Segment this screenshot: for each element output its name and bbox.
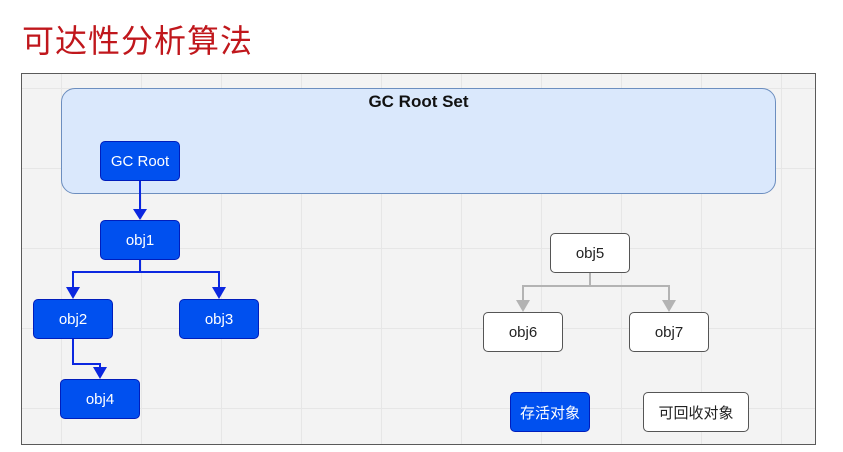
arrowhead-obj3 (212, 287, 226, 299)
node-obj6[interactable]: obj6 (483, 312, 563, 352)
arrowhead-obj4 (93, 367, 107, 379)
edge-obj1-obj3 (140, 271, 220, 292)
node-obj5[interactable]: obj5 (550, 233, 630, 273)
legend-alive-object[interactable]: 存活对象 (510, 392, 590, 432)
unreachable-edges (516, 273, 676, 312)
arrowhead-obj2 (66, 287, 80, 299)
reachable-edges (66, 181, 226, 379)
node-obj3[interactable]: obj3 (179, 299, 259, 339)
arrowhead-obj7 (662, 300, 676, 312)
node-obj4[interactable]: obj4 (60, 379, 140, 419)
node-obj7[interactable]: obj7 (629, 312, 709, 352)
arrowhead-obj6 (516, 300, 530, 312)
edge-obj5-obj6 (522, 273, 591, 305)
gc-root-set-title: GC Root Set (368, 92, 469, 111)
edge-obj5-obj7 (590, 285, 670, 305)
node-obj2[interactable]: obj2 (33, 299, 113, 339)
node-obj1[interactable]: obj1 (100, 220, 180, 260)
edge-obj1-obj2 (72, 260, 141, 292)
legend-collectable-object[interactable]: 可回收对象 (643, 392, 749, 432)
page-title: 可达性分析算法 (22, 22, 254, 60)
node-gc-root[interactable]: GC Root (100, 141, 180, 181)
arrowhead-obj1 (133, 209, 147, 220)
gc-root-set-region (61, 88, 776, 194)
